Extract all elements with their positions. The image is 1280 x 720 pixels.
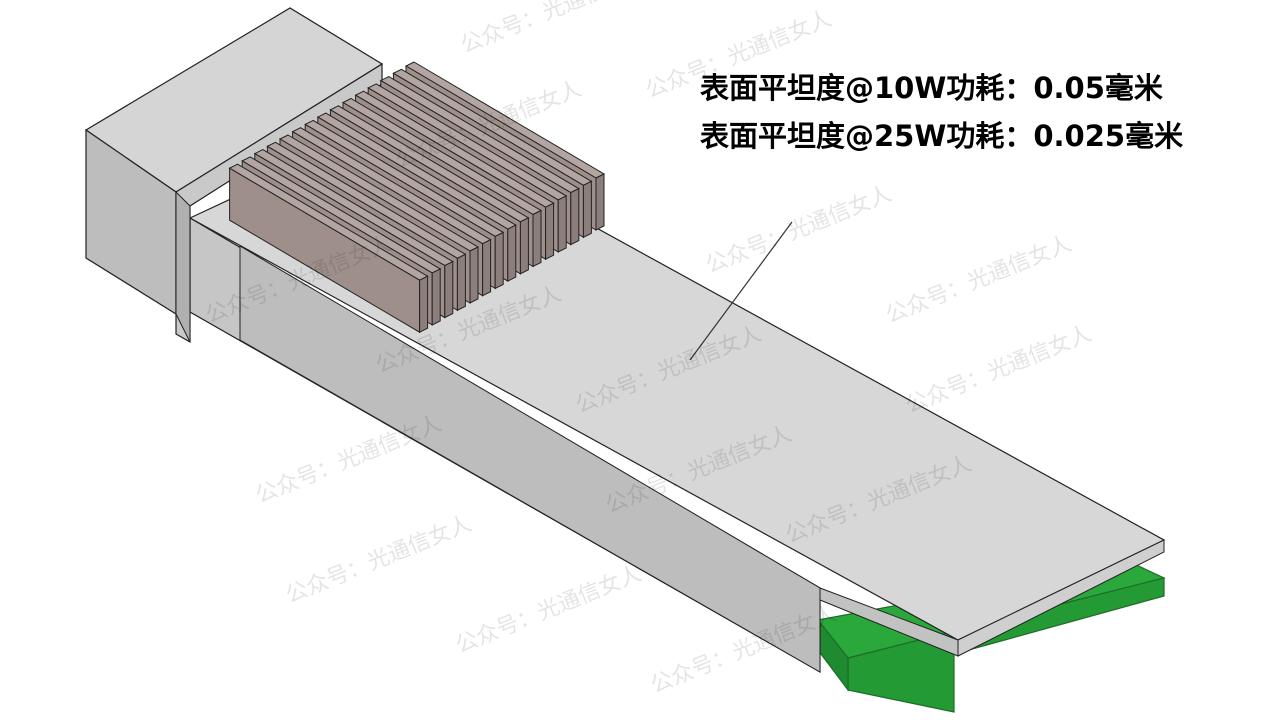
heatsink-fin-end: [545, 202, 555, 261]
heatsink-fin-end: [456, 253, 466, 312]
heatsink-fin-end: [519, 216, 529, 275]
heatsink-fin-end: [419, 275, 429, 334]
heatsink-fin-end: [595, 173, 605, 231]
housing-top-lip-side: [957, 539, 1165, 657]
heatsink-fin-end: [570, 187, 580, 246]
heatsink-fin-end: [582, 180, 592, 239]
flatness-callout: 表面平坦度@10W功耗：0.05毫米 表面平坦度@25W功耗：0.025毫米: [700, 74, 1183, 170]
heatsink-fin-end: [431, 268, 441, 326]
heatsink-fin-end: [494, 231, 504, 290]
heatsink-fin-end: [482, 238, 492, 297]
heatsink-fin-end: [444, 260, 454, 319]
rear-block-step: [175, 190, 191, 343]
heatsink-fin-end: [557, 195, 567, 253]
annotation-25w: 表面平坦度@25W功耗：0.025毫米: [700, 119, 1184, 153]
heatsink-fin-end: [507, 224, 517, 282]
annotation-10w: 表面平坦度@10W功耗：0.05毫米: [700, 71, 1163, 105]
callout-leader-line: [689, 221, 793, 361]
heatsink-fin-end: [532, 209, 542, 268]
heatsink-fin-end: [469, 246, 479, 304]
heatsink: [228, 61, 606, 334]
